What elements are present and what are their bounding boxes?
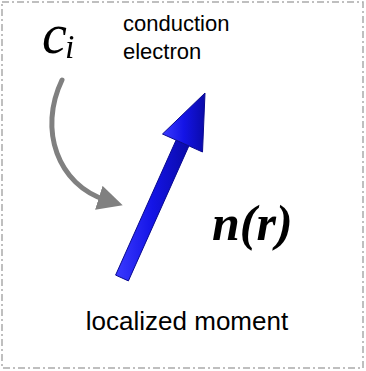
moment-arrow bbox=[116, 93, 205, 281]
frame-border bbox=[2, 2, 363, 368]
electron-label: conduction electron bbox=[123, 10, 248, 65]
hopping-arrow bbox=[52, 80, 106, 200]
moment-symbol: n(r) bbox=[212, 196, 293, 251]
moment-label: localized moment bbox=[86, 306, 288, 337]
electron-operator: cᵢ bbox=[42, 4, 76, 66]
